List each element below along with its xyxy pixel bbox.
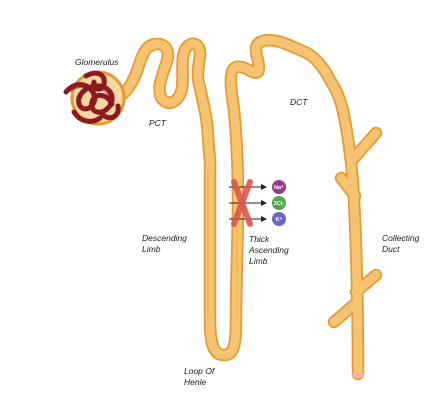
label-collecting-line2: Duct — [382, 244, 400, 254]
tubule-lumen-line — [207, 170, 238, 318]
label-loop-line2: Henle — [184, 377, 206, 387]
glomerulus-capillaries — [63, 70, 121, 124]
ion-na: Na⁺ — [272, 180, 286, 194]
label-pct: PCT — [149, 118, 167, 128]
collecting-duct-end — [352, 372, 364, 378]
label-thick-line3: Limb — [249, 256, 268, 266]
ion-cl-label: 2Cl- — [274, 201, 285, 207]
label-glomerulus: Glomerulus — [75, 57, 119, 67]
ion-na-label: Na⁺ — [274, 184, 284, 191]
label-descending-line2: Limb — [142, 244, 161, 254]
nephron-tubule — [111, 35, 381, 379]
ion-k: K⁺ — [272, 212, 286, 226]
label-loop-line1: Loop Of — [184, 366, 216, 376]
ion-cl: 2Cl- — [272, 196, 286, 210]
glomerulus — [63, 70, 126, 126]
label-descending-line1: Descending — [142, 233, 187, 243]
label-dct: DCT — [290, 97, 308, 107]
label-thick-line1: Thick — [249, 234, 270, 244]
label-collecting-line1: Collecting — [382, 233, 420, 243]
label-thick-line2: Ascending — [248, 245, 289, 255]
inhibitor-x-icon — [231, 179, 253, 227]
ion-k-label: K⁺ — [276, 216, 283, 223]
